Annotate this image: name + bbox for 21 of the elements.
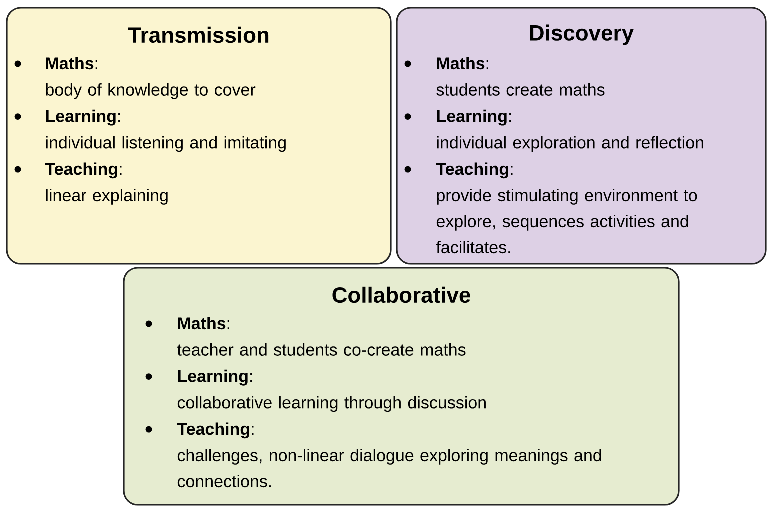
bullet-text: individual exploration and reflection: [437, 136, 704, 152]
bullet-label: Teaching:: [436, 162, 513, 179]
bullet-label: Maths:: [46, 57, 98, 70]
bullet-label: Learning:: [46, 110, 120, 126]
bullet-label: Teaching:: [45, 162, 122, 179]
bullet-text: linear explaining: [46, 189, 168, 205]
bullet-label: Teaching:: [177, 422, 254, 439]
bullet-text: challenges, non-linear dialogue exploring meanings and connections.: [178, 449, 602, 488]
bullet-label: Maths:: [178, 317, 230, 330]
bullet-text: body of knowledge to cover: [46, 84, 256, 100]
bullet-text: teacher and students co-create maths: [177, 344, 466, 356]
heading: Discovery: [530, 24, 634, 46]
bullet-label: Maths:: [437, 57, 488, 70]
bullet-text: students create maths: [436, 84, 605, 96]
heading: Transmission: [128, 26, 269, 44]
bullet-label: Learning:: [437, 110, 512, 126]
bullet-label: Learning:: [178, 370, 252, 386]
heading: Collaborative: [332, 286, 470, 304]
bullet-text: collaborative learning through discussion: [178, 396, 486, 412]
bullet-text: provide stimulating environment to explore, sequences activities and facilitates.: [436, 189, 698, 254]
bullet-text: individual listening and imitating: [46, 136, 286, 152]
